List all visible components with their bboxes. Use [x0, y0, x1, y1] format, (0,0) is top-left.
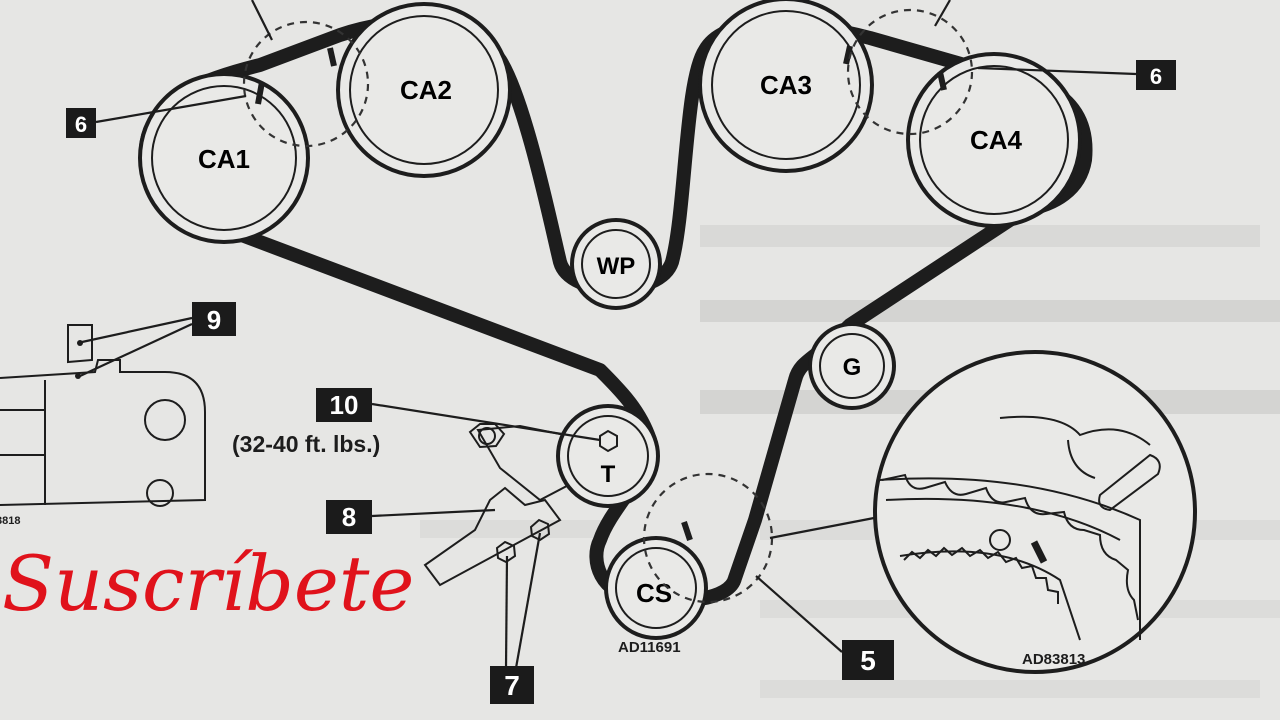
svg-text:7: 7	[504, 670, 520, 701]
callout-10: 10	[316, 388, 372, 422]
callout-5: 5	[842, 640, 894, 680]
pulley-ca3-label: CA3	[760, 70, 812, 100]
pulley-ca4-label: CA4	[970, 125, 1023, 155]
pulley-ca1: CA1	[138, 72, 310, 244]
figure-id-detail: AD83813	[1022, 651, 1085, 668]
pulley-ca2: CA2	[336, 2, 512, 178]
pulley-wp-label: WP	[597, 253, 636, 280]
callout-7: 7	[490, 666, 534, 704]
svg-text:6: 6	[75, 112, 87, 137]
timing-marks	[255, 45, 947, 105]
figure-id-main: AD11691	[618, 639, 681, 656]
pulley-wp: WP	[570, 218, 662, 310]
callout-8: 8	[326, 500, 372, 534]
svg-text:6: 6	[1150, 64, 1162, 89]
pulley-ca1-label: CA1	[198, 144, 250, 174]
pulley-ca4: CA4	[906, 52, 1082, 228]
callout-6-right: 6	[1136, 60, 1176, 90]
pulley-g: G	[808, 322, 896, 410]
svg-text:8: 8	[342, 502, 356, 532]
pulley-cs: CS	[604, 521, 708, 640]
pulley-ca3: CA3	[698, 0, 874, 173]
svg-text:5: 5	[860, 645, 876, 676]
pulley-cs-label: CS	[636, 578, 672, 608]
detail-circle-right	[846, 8, 974, 136]
pulley-t: T	[556, 404, 660, 508]
leader-lines	[79, 0, 1137, 669]
svg-text:9: 9	[207, 305, 221, 335]
callout-6-left: 6	[66, 108, 96, 138]
crank-detail-magnified	[873, 350, 1197, 674]
engine-bracket-drawing	[0, 324, 206, 507]
callout-9: 9	[192, 302, 236, 336]
pulley-ca2-label: CA2	[400, 75, 452, 105]
torque-spec-label: (32-40 ft. lbs.)	[232, 431, 380, 457]
subscribe-watermark: Suscríbete	[2, 539, 414, 628]
pulley-t-label: T	[601, 461, 616, 488]
pulley-g-label: G	[843, 354, 862, 381]
detail-circle-left	[242, 20, 370, 148]
svg-text:10: 10	[330, 390, 359, 420]
